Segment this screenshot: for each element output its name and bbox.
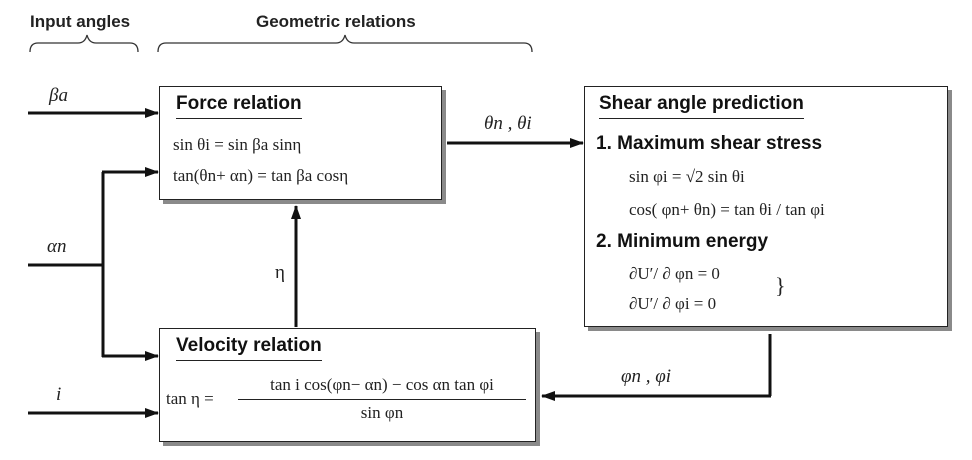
force-equation-1: sin θi = sin βa sinη — [173, 135, 302, 154]
velocity-denominator: sin φn — [360, 403, 404, 422]
velocity-relation-title: Velocity relation — [176, 335, 322, 361]
theta-label: θn , θi — [484, 113, 532, 134]
fraction-bar — [238, 399, 526, 401]
min-energy-heading: 2. Minimum energy — [596, 231, 769, 252]
input-angles-brace — [29, 34, 139, 53]
shear-angle-prediction-box: Shear angle prediction 1. Maximum shear … — [584, 86, 948, 327]
beta-a-label: βa — [49, 85, 68, 106]
geometric-relations-header: Geometric relations — [256, 12, 416, 31]
energy-equation-1: ∂U′/ ∂ φn = 0 — [629, 264, 720, 283]
alpha-n-label: αn — [47, 236, 67, 257]
velocity-relation-box: Velocity relation tan η = tan i cos(φn− … — [159, 328, 536, 442]
shear-equation-1: sin φi = √2 sin θi — [629, 167, 745, 186]
shear-angle-prediction-title: Shear angle prediction — [599, 93, 804, 119]
input-angles-header: Input angles — [30, 12, 131, 31]
velocity-numerator: tan i cos(φn− αn) − cos αn tan φi — [270, 375, 494, 394]
phi-label: φn , φi — [621, 366, 672, 387]
force-relation-title: Force relation — [176, 93, 302, 119]
max-shear-stress-heading: 1. Maximum shear stress — [596, 133, 823, 154]
geometric-relations-brace — [157, 34, 533, 53]
eta-label: η — [275, 262, 285, 283]
force-equation-2: tan(θn+ αn) = tan βa cosη — [173, 166, 349, 185]
i-label: i — [56, 384, 62, 405]
energy-equation-2: ∂U′/ ∂ φi = 0 — [629, 294, 717, 313]
shear-equation-2: cos( φn+ θn) = tan θi / tan φi — [629, 200, 825, 219]
force-relation-box: Force relation sin θi = sin βa sinη tan(… — [159, 86, 442, 200]
velocity-lhs: tan η = — [166, 389, 214, 408]
energy-brace: } — [775, 273, 786, 298]
